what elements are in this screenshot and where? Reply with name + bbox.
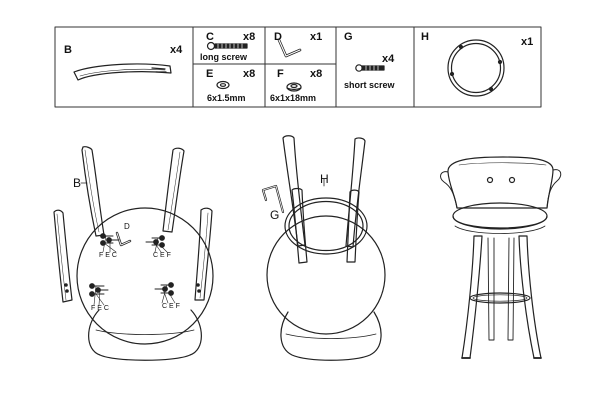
step1-screws-bottom-left	[90, 284, 108, 305]
part-c-desc: long screw	[200, 52, 248, 62]
step1-label-d: D	[124, 222, 130, 231]
step2-label-h: H	[320, 172, 329, 186]
part-e-letter: E	[206, 68, 214, 80]
stool-footrest-ring	[470, 293, 530, 303]
step1-seat-pedestal	[89, 310, 202, 360]
part-f-lock-washer-icon	[287, 83, 301, 91]
step2-label-g: G	[270, 208, 280, 222]
step1-screws-top-right	[146, 236, 167, 252]
part-b-qty: x4	[170, 44, 183, 56]
step2-seat-pedestal	[281, 312, 381, 360]
part-g-letter: G	[344, 31, 353, 43]
step2-leg-front-left	[292, 189, 307, 264]
part-f-desc: 6x1x18mm	[270, 93, 317, 103]
part-g-short-screw-icon	[356, 65, 384, 71]
step2-footrest-ring	[285, 198, 367, 254]
step2-drawing	[263, 136, 385, 361]
step2-leg-front-right	[347, 190, 359, 262]
stool-leg-front-left	[462, 236, 482, 358]
part-g-qty: x4	[382, 53, 395, 65]
stool-leg-back-right	[508, 238, 514, 340]
part-e-desc: 6x1.5mm	[207, 93, 246, 103]
part-e-washer-icon	[217, 82, 229, 89]
part-f-letter: F	[277, 68, 284, 80]
part-f-qty: x8	[310, 68, 323, 80]
step3-finished-stool	[441, 157, 561, 358]
step1-callout-top-right: C E F	[153, 252, 171, 259]
part-h-footrest-ring-icon	[448, 40, 504, 96]
step1-leg-top-right	[163, 148, 184, 232]
part-b-letter: B	[64, 44, 72, 56]
step1-callout-bottom-left: F E C	[91, 305, 109, 312]
part-d-allen-key-icon	[279, 40, 300, 56]
step1-screws-bottom-right	[155, 283, 175, 303]
step1-callout-bottom-right: C E F	[162, 303, 180, 310]
part-g-desc: short screw	[344, 80, 395, 90]
step1-drawing	[54, 147, 213, 361]
part-c-long-screw-icon	[208, 43, 248, 50]
step1-callout-top-left: F E C	[99, 252, 117, 259]
step1-leg-top-left	[82, 147, 104, 236]
part-d-letter: D	[274, 31, 282, 43]
part-c-qty: x8	[243, 31, 256, 43]
part-h-letter: H	[421, 31, 429, 43]
part-e-qty: x8	[243, 68, 256, 80]
step1-seat-circle	[77, 208, 213, 344]
step2-seat-circle	[267, 216, 385, 334]
part-h-qty: x1	[521, 36, 534, 48]
part-c-letter: C	[206, 31, 214, 43]
step1-screws-top-left	[101, 234, 119, 252]
stool-leg-back-left	[488, 238, 494, 340]
part-b-leg-icon	[74, 64, 171, 80]
step1-leg-right	[195, 208, 212, 300]
part-d-qty: x1	[310, 31, 323, 43]
step1-leg-left	[54, 210, 72, 302]
step1-label-b: B	[73, 176, 82, 190]
parts-table-grid	[55, 27, 541, 107]
